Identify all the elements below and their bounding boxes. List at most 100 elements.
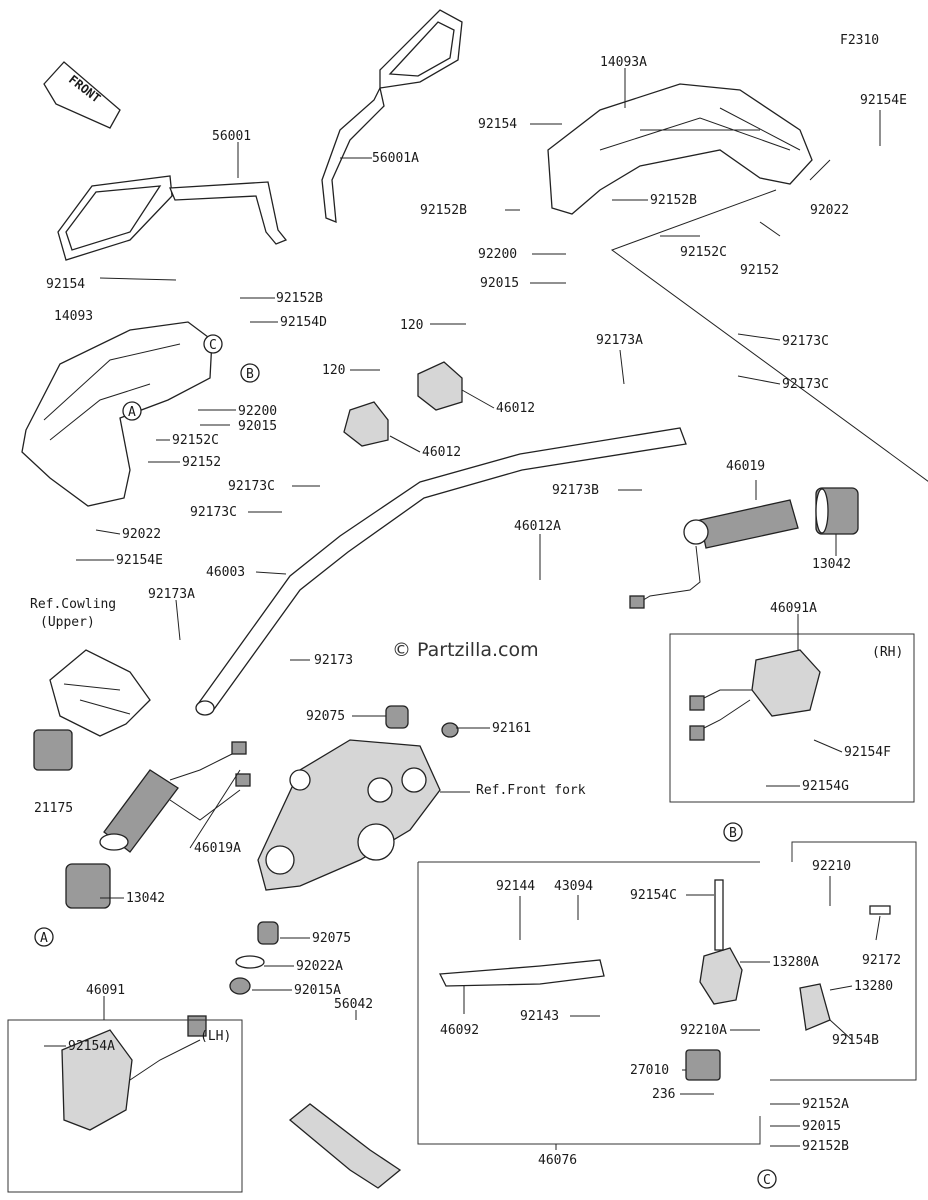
callout: 92152A bbox=[802, 1097, 849, 1112]
callout: 56042 bbox=[334, 997, 373, 1012]
callout: 13042 bbox=[812, 557, 851, 572]
callout: 92173C bbox=[782, 377, 829, 392]
callout: 92075 bbox=[312, 931, 351, 946]
callout: 92173A bbox=[148, 587, 195, 602]
callout: 92152B bbox=[276, 291, 323, 306]
handlebar-holder-upper bbox=[343, 361, 463, 447]
callout: 92144 bbox=[496, 879, 535, 894]
front-arrow-icon: FRONT bbox=[43, 61, 121, 129]
callout: 92143 bbox=[520, 1009, 559, 1024]
callout: 56001 bbox=[212, 129, 251, 144]
callout: 92015A bbox=[294, 983, 341, 998]
callout: 92152C bbox=[172, 433, 219, 448]
callout: 92200 bbox=[478, 247, 517, 262]
callout: 92173B bbox=[552, 483, 599, 498]
ref-cowling-line1: Ref.Cowling bbox=[30, 597, 116, 612]
lever-46092 bbox=[438, 959, 605, 987]
figure-code: F2310 bbox=[840, 33, 879, 48]
callout: 46092 bbox=[440, 1023, 479, 1038]
lh-box-label: (LH) bbox=[200, 1029, 231, 1044]
callout-labels: 56001 56001A 14093A 92154 92154E 92152B … bbox=[34, 55, 907, 1168]
callout: 46012 bbox=[422, 445, 461, 460]
lever-holder-13280a bbox=[699, 947, 743, 1005]
callout: 92015 bbox=[480, 276, 519, 291]
callout: 92075 bbox=[306, 709, 345, 724]
circle-ref-c-upper: C bbox=[203, 334, 223, 354]
callout: 92152C bbox=[680, 245, 727, 260]
callout: 92152 bbox=[740, 263, 779, 278]
nut-92015a bbox=[229, 977, 251, 995]
switch-housing-lh bbox=[61, 1015, 207, 1131]
callout: 92152B bbox=[420, 203, 467, 218]
circle-ref-c-lower: C bbox=[757, 1169, 777, 1189]
callout: 92173C bbox=[228, 479, 275, 494]
callout: 14093A bbox=[600, 55, 647, 70]
callout: 46076 bbox=[538, 1153, 577, 1168]
callout: 92173 bbox=[314, 653, 353, 668]
callout: 46012 bbox=[496, 401, 535, 416]
callout: 236 bbox=[652, 1087, 675, 1102]
clamp-13280 bbox=[799, 983, 831, 1031]
callout: 92173C bbox=[190, 505, 237, 520]
callout: 92152 bbox=[182, 455, 221, 470]
collar-92075-upper bbox=[385, 705, 409, 729]
callout: 46003 bbox=[206, 565, 245, 580]
clutch-assembly-frame bbox=[417, 841, 917, 1145]
callout: 92154C bbox=[630, 888, 677, 903]
callout: 46091A bbox=[770, 601, 817, 616]
switch-27010 bbox=[685, 1049, 721, 1081]
mirror-right bbox=[321, 9, 463, 223]
svg-text:C: C bbox=[763, 1173, 771, 1188]
mirror-left bbox=[57, 175, 288, 261]
grip-right bbox=[629, 499, 799, 609]
lh-switch-box bbox=[7, 1019, 243, 1193]
callout: 92152B bbox=[802, 1139, 849, 1154]
circle-ref-b-upper: B bbox=[240, 363, 260, 383]
watermark: © Partzilla.com bbox=[392, 639, 539, 661]
callout: 92022 bbox=[810, 203, 849, 218]
callout: 92173A bbox=[596, 333, 643, 348]
callout: 92172 bbox=[862, 953, 901, 968]
rh-switch-box bbox=[669, 633, 915, 803]
callout: 13280 bbox=[854, 979, 893, 994]
callout: 92200 bbox=[238, 404, 277, 419]
svg-text:A: A bbox=[128, 405, 136, 420]
callout: 56001A bbox=[372, 151, 419, 166]
callout: 92022A bbox=[296, 959, 343, 974]
callout: 21175 bbox=[34, 801, 73, 816]
handlebar bbox=[195, 427, 687, 716]
grease-tube-56042 bbox=[288, 1103, 402, 1189]
callout: 92210A bbox=[680, 1023, 727, 1038]
leader-lines bbox=[44, 68, 928, 1150]
svg-text:B: B bbox=[246, 367, 254, 382]
ref-cowling-line2: (Upper) bbox=[40, 615, 95, 630]
cap-92161 bbox=[441, 722, 459, 738]
washer-92022a bbox=[235, 955, 265, 969]
callout: 92154B bbox=[832, 1033, 879, 1048]
cowling-bracket bbox=[49, 649, 151, 737]
callout: 46019 bbox=[726, 459, 765, 474]
callout: 92161 bbox=[492, 721, 531, 736]
callout: 92015 bbox=[802, 1119, 841, 1134]
grip-left bbox=[99, 741, 251, 853]
callout: 46012A bbox=[514, 519, 561, 534]
collar-92075-lower bbox=[257, 921, 279, 945]
callout: 92154E bbox=[116, 553, 163, 568]
bar-end-weight-right bbox=[815, 487, 859, 535]
hand-guard-right bbox=[547, 83, 813, 215]
callout: 120 bbox=[322, 363, 345, 378]
callout: 92152B bbox=[650, 193, 697, 208]
bar-end-weight-left bbox=[65, 863, 111, 909]
switch-21175 bbox=[33, 729, 73, 771]
switch-housing-rh bbox=[689, 649, 821, 741]
steering-stem-head bbox=[257, 739, 441, 891]
callout: 13280A bbox=[772, 955, 819, 970]
rh-box-label: (RH) bbox=[872, 645, 903, 660]
callout: 92154 bbox=[46, 277, 85, 292]
circle-ref-a-upper: A bbox=[122, 401, 142, 421]
callout: 92154E bbox=[860, 93, 907, 108]
svg-text:A: A bbox=[40, 931, 48, 946]
callout: 92154A bbox=[68, 1039, 115, 1054]
circle-ref-b-lower: B bbox=[723, 822, 743, 842]
